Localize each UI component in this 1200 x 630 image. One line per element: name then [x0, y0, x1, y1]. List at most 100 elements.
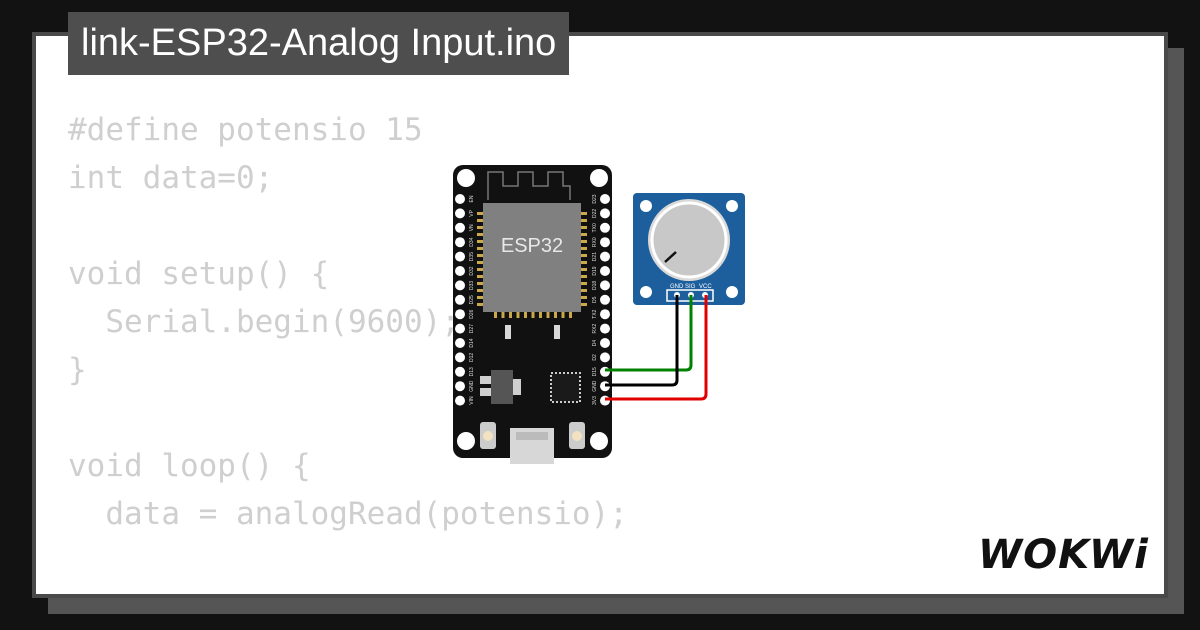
chip-pad	[539, 312, 542, 318]
wire-ground[interactable]	[605, 295, 679, 387]
pin-label: D4	[592, 340, 598, 347]
chip-pad	[569, 312, 572, 318]
pin-label: D15	[592, 367, 598, 376]
chip-pad	[561, 312, 565, 318]
pin-label: D12	[469, 353, 475, 362]
regulator-tab	[513, 379, 521, 395]
pin-hole[interactable]	[600, 222, 610, 233]
esp32-board[interactable]: ESP32 ENVPVND34D35D32D33D25D26D27D14D12D…	[453, 165, 612, 464]
pin-label: D32	[469, 266, 475, 275]
pin-hole[interactable]	[600, 366, 610, 377]
chip-pad	[581, 261, 587, 264]
pin-hole[interactable]	[455, 309, 465, 320]
pin-hole[interactable]	[600, 352, 610, 363]
pin-hole[interactable]	[455, 381, 465, 392]
chip-pad	[516, 312, 520, 318]
wokwi-logo: WOKWi	[978, 532, 1148, 576]
smd-capacitor	[554, 325, 560, 339]
pin-label: 3V3	[592, 396, 598, 405]
usb-opening	[516, 432, 548, 440]
pin-hole[interactable]	[600, 323, 610, 334]
chip-pad	[581, 275, 587, 278]
pin-label: D14	[469, 338, 475, 347]
pin-hole[interactable]	[600, 208, 610, 219]
chip-pad	[581, 240, 587, 243]
potentiometer[interactable]: GND SIG VCC	[633, 193, 745, 305]
pot-pin-label-gnd: GND	[670, 284, 684, 290]
chip-pad	[477, 219, 483, 222]
regulator-tab	[480, 376, 491, 384]
button-cap	[483, 431, 493, 441]
pin-label: EN	[469, 195, 475, 202]
pin-label: RX2	[592, 324, 598, 334]
chip-pad	[581, 268, 587, 271]
pin-hole[interactable]	[455, 294, 465, 305]
chip-pad	[477, 282, 483, 285]
pot-knob[interactable]	[650, 201, 728, 279]
pin-hole[interactable]	[455, 251, 465, 262]
pin-hole[interactable]	[455, 395, 465, 406]
pin-label: TX2	[592, 309, 598, 318]
pin-hole[interactable]	[455, 280, 465, 291]
pin-label: D25	[469, 295, 475, 304]
pin-hole[interactable]	[455, 208, 465, 219]
chip-pad	[477, 275, 483, 278]
chip-pad	[477, 226, 483, 229]
pin-hole[interactable]	[600, 280, 610, 291]
pin-label: VIN	[469, 396, 475, 405]
chip-pad	[477, 240, 483, 243]
code-line: Serial.println(data);	[68, 586, 628, 594]
pin-hole[interactable]	[455, 222, 465, 233]
chip-pad	[501, 312, 505, 318]
chip-pad	[477, 289, 483, 292]
code-line: #define potensio 15	[68, 112, 423, 148]
chip-pad	[477, 233, 483, 236]
pin-label: D33	[469, 281, 475, 290]
pot-pin-label-sig: SIG	[685, 284, 696, 290]
code-line: int data=0;	[68, 160, 274, 196]
pin-label: RX0	[592, 237, 598, 247]
chip-pad	[546, 312, 550, 318]
pin-label: D5	[592, 296, 598, 303]
pin-hole[interactable]	[600, 309, 610, 320]
pin-hole[interactable]	[600, 194, 610, 204]
esp32-chip	[483, 203, 581, 312]
pin-hole[interactable]	[455, 323, 465, 334]
pin-hole[interactable]	[455, 366, 465, 377]
pin-hole[interactable]	[600, 266, 610, 276]
chip-pad	[581, 303, 587, 306]
pin-hole[interactable]	[455, 237, 465, 248]
chip-pad	[581, 247, 587, 250]
wire-signal[interactable]	[605, 295, 693, 372]
pin-label: D2	[592, 354, 598, 361]
pin-label: D18	[592, 281, 598, 290]
pin-hole[interactable]	[455, 194, 465, 204]
pin-hole[interactable]	[455, 338, 465, 348]
wires	[605, 295, 708, 401]
usb-uart-chip	[550, 372, 581, 403]
right-pin-header: D23D22TX0RX0D21D19D18D5TX2RX2D4D2D15GND3…	[592, 194, 610, 406]
pin-label: D27	[469, 324, 475, 333]
chip-pad	[531, 312, 535, 318]
pin-hole[interactable]	[455, 352, 465, 363]
pin-label: D34	[469, 237, 475, 246]
chip-pad	[581, 226, 587, 229]
pin-hole[interactable]	[600, 395, 610, 406]
pin-label: TX0	[592, 223, 598, 232]
chip-pad	[477, 296, 483, 299]
pin-hole[interactable]	[600, 294, 610, 305]
chip-pad	[581, 254, 587, 257]
voltage-regulator	[491, 370, 513, 404]
pin-hole[interactable]	[600, 251, 610, 262]
mount-hole	[457, 432, 475, 450]
pin-hole[interactable]	[600, 338, 610, 348]
pin-hole[interactable]	[455, 266, 465, 276]
left-pin-header: ENVPVND34D35D32D33D25D26D27D14D12D13GNDV…	[455, 194, 475, 406]
mount-hole	[726, 286, 738, 298]
pin-hole[interactable]	[600, 237, 610, 248]
wire-power[interactable]	[605, 295, 708, 401]
chip-pad	[581, 296, 587, 299]
chip-pad	[477, 247, 483, 250]
